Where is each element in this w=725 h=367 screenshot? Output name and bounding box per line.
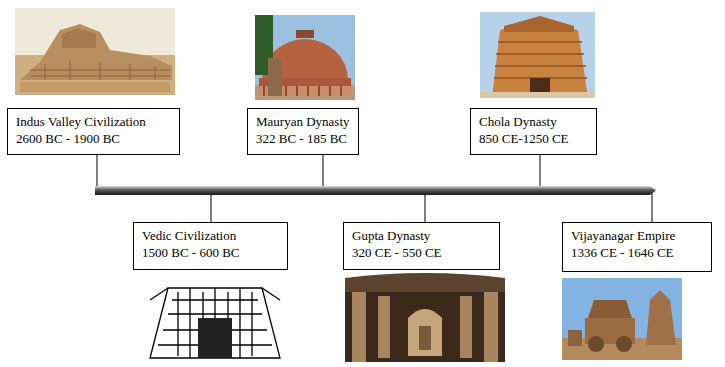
- text-run: 2600 BC - 1900 BC: [16, 130, 120, 147]
- indus-ruins-picture: [15, 8, 175, 95]
- text-run: 1500 BC - 600 BC: [142, 244, 240, 261]
- stupa-picture: [255, 15, 355, 100]
- text-run: 320 CE - 550 CE: [352, 244, 442, 261]
- text-run: Indus Valley Civilization: [16, 113, 146, 130]
- period-name: Gupta Dynasty: [352, 227, 491, 244]
- text-run: 1336 CE - 1646 CE: [571, 244, 674, 261]
- text-run: Vijayanagar Empire: [571, 227, 675, 244]
- period-name: Indus Valley Civilization: [16, 113, 171, 130]
- period-box: Indus Valley Civilization2600 BC - 1900 …: [7, 108, 180, 155]
- period-box: Mauryan Dynasty322 BC - 185 BC: [247, 108, 359, 155]
- vedic-drawing-picture: [145, 278, 285, 360]
- text-run: Chola Dynasty: [479, 113, 557, 130]
- period-dates: 850 CE-1250 CE: [479, 130, 588, 147]
- period-box: Chola Dynasty850 CE-1250 CE: [470, 108, 597, 155]
- chola-temple-picture: [480, 12, 595, 98]
- text-run: Vedic Civilization: [142, 227, 236, 244]
- period-dates: 320 CE - 550 CE: [352, 244, 491, 261]
- period-dates: 1336 CE - 1646 CE: [571, 244, 703, 261]
- period-name: Vijayanagar Empire: [571, 227, 703, 244]
- period-dates: 2600 BC - 1900 BC: [16, 130, 171, 147]
- text-run: 850 CE-1250 CE: [479, 130, 569, 147]
- period-box: Gupta Dynasty320 CE - 550 CE: [343, 222, 500, 270]
- text-run: Mauryan Dynasty: [256, 113, 350, 130]
- period-name: Mauryan Dynasty: [256, 113, 350, 130]
- period-name: Vedic Civilization: [142, 227, 279, 244]
- stone-chariot-picture: [562, 278, 682, 360]
- text-run: Gupta Dynasty: [352, 227, 430, 244]
- text-run: 322 BC - 185 BC: [256, 130, 347, 147]
- gupta-cave-picture: [345, 273, 505, 362]
- timeline-bar: [95, 186, 656, 195]
- period-name: Chola Dynasty: [479, 113, 588, 130]
- period-dates: 322 BC - 185 BC: [256, 130, 350, 147]
- period-box: Vedic Civilization1500 BC - 600 BC: [133, 222, 288, 270]
- period-dates: 1500 BC - 600 BC: [142, 244, 279, 261]
- period-box: Vijayanagar Empire1336 CE - 1646 CE: [562, 222, 712, 272]
